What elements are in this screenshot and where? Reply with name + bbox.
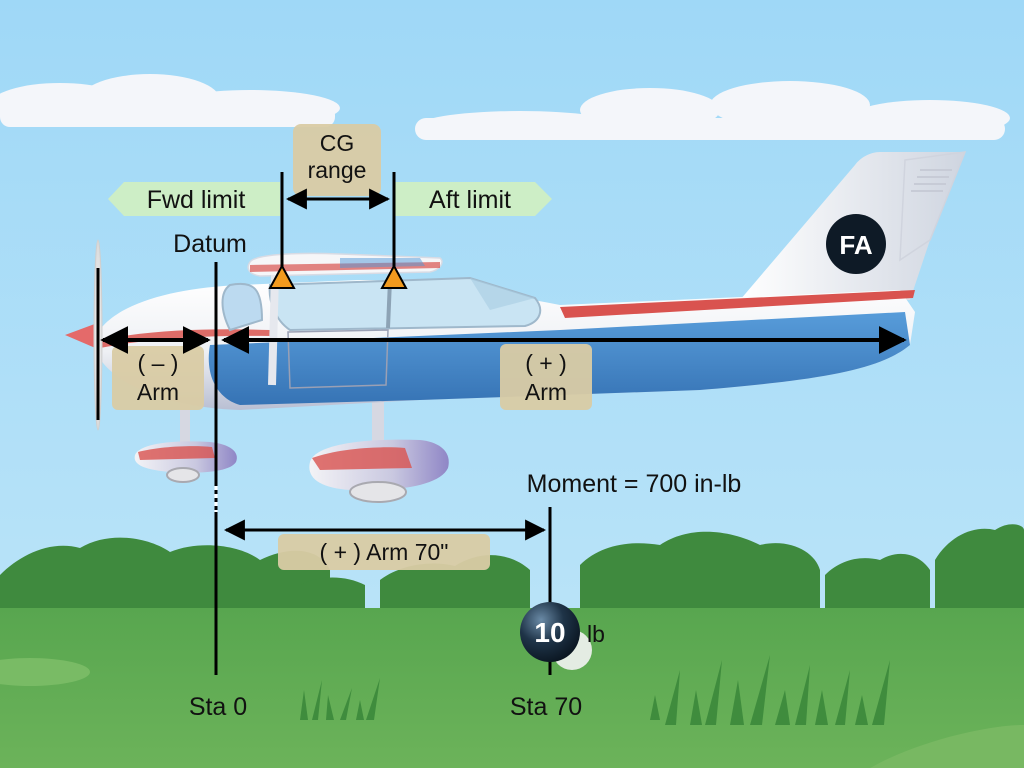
fwd-limit-label: Fwd limit [147, 186, 246, 214]
grass-tufts [300, 655, 890, 725]
sta-0-label: Sta 0 [189, 693, 247, 721]
weight-ball-icon: 10 lb [520, 602, 605, 670]
moment-label: Moment = 700 in-lb [527, 470, 742, 498]
pos-arm-sign: ( + ) [525, 350, 567, 376]
main-wheel [349, 481, 407, 503]
neg-arm-sign: ( – ) [138, 350, 179, 376]
tag-aft-limit: Aft limit [395, 182, 552, 216]
tag-cg-range: CG range [293, 124, 381, 196]
grass-ground [0, 608, 1024, 768]
neg-arm-word: Arm [137, 379, 179, 405]
logo-text: FA [839, 230, 872, 260]
aft-limit-label: Aft limit [429, 186, 511, 214]
main-gear-strut [372, 395, 384, 455]
grass-patch [0, 658, 90, 686]
weight-value: 10 [534, 617, 565, 648]
spinner [65, 322, 100, 350]
orange-triangle-icon [268, 263, 296, 289]
nose-wheel [166, 467, 200, 483]
fuselage-red-stripe [560, 290, 915, 318]
pos-arm-word: Arm [525, 379, 567, 405]
cloud-right [415, 81, 1010, 140]
tag-arm-70: ( + ) Arm 70" [278, 534, 490, 570]
tail-vents [911, 169, 952, 192]
cloud-left [0, 74, 340, 127]
tag-pos-arm: ( + ) Arm [500, 344, 592, 410]
cg-range-line2: range [308, 157, 367, 183]
weight-unit: lb [587, 621, 605, 647]
orange-triangle-icon [380, 263, 408, 289]
nose-gear-strut [180, 400, 190, 450]
cg-range-line1: CG [320, 130, 355, 156]
fa-logo-icon: FA [826, 214, 886, 274]
tag-fwd-limit: Fwd limit [108, 182, 280, 216]
tag-neg-arm: ( – ) Arm [112, 346, 204, 410]
arm-70-label: ( + ) Arm 70" [320, 539, 449, 565]
datum-label: Datum [173, 230, 247, 258]
sta-70-label: Sta 70 [510, 693, 582, 721]
grass-patch [870, 725, 1024, 768]
wing-strut [268, 274, 279, 386]
